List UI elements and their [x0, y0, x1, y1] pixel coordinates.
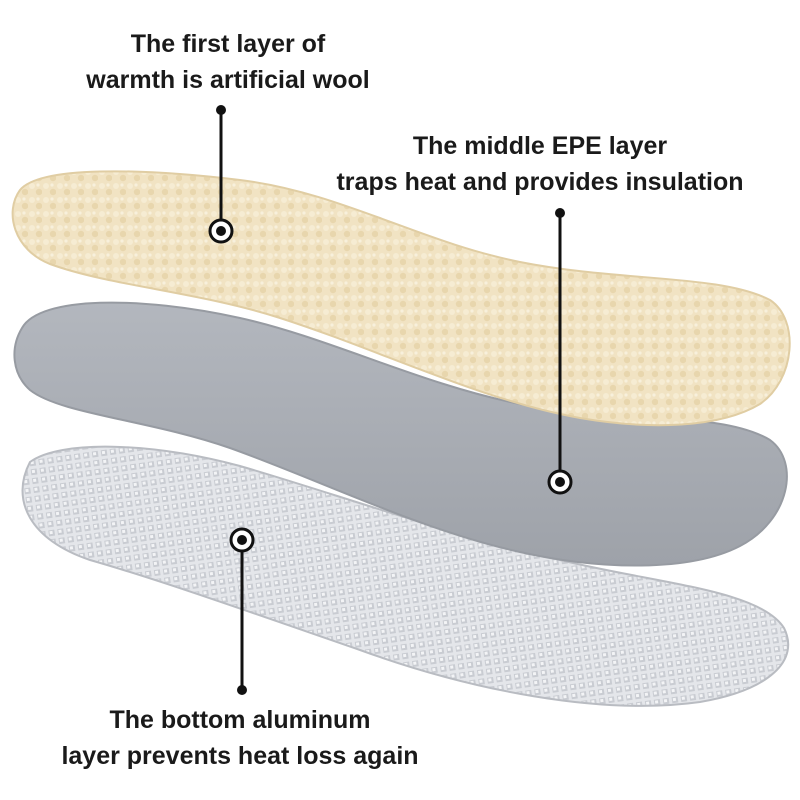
aluminum-caption-line-2: layer prevents heat loss again	[61, 742, 419, 770]
leader-wool	[208, 105, 234, 244]
aluminum-layer-caption: The bottom aluminum layer prevents heat …	[20, 702, 460, 774]
epe-layer-caption: The middle EPE layer traps heat and prov…	[300, 128, 780, 200]
epe-insole-layer	[13, 301, 788, 567]
aluminum-insole-layer	[21, 445, 790, 707]
epe-caption-line-1: The middle EPE layer	[412, 132, 668, 160]
wool-caption-line-1: The first layer of	[130, 30, 326, 58]
leader-epe	[547, 208, 573, 495]
wool-layer-caption: The first layer of warmth is artificial …	[28, 26, 428, 98]
wool-caption-line-2: warmth is artificial wool	[86, 66, 370, 94]
epe-caption-line-2: traps heat and provides insulation	[336, 168, 744, 196]
wool-insole-layer	[11, 170, 791, 427]
aluminum-caption-line-1: The bottom aluminum	[109, 706, 371, 734]
leader-aluminum	[229, 527, 255, 695]
